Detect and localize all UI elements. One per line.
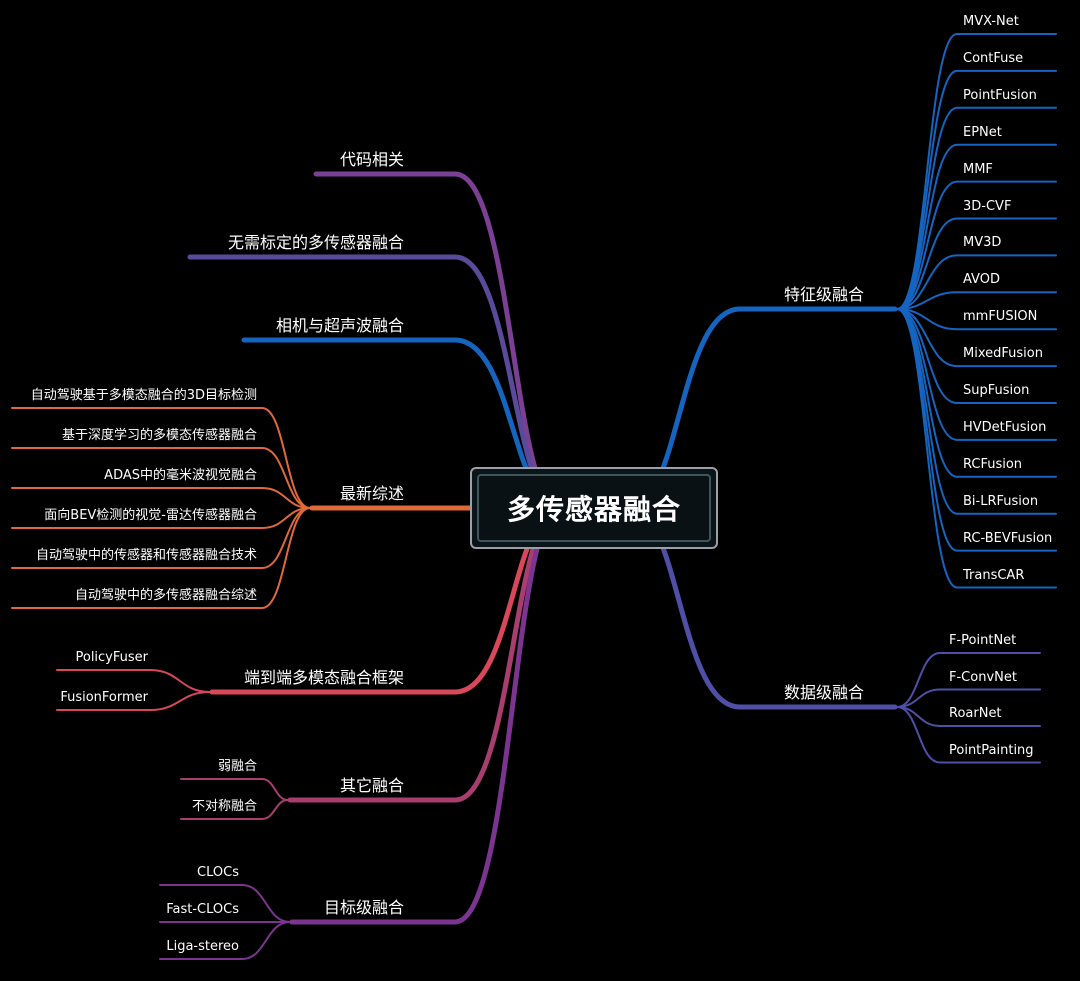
leaf-connector-review-0 (11, 407, 311, 509)
leaf-connector-object-0 (159, 884, 291, 923)
leaf-other-1[interactable]: 不对称融合 (191, 799, 257, 814)
leaf-connector-review-1 (11, 447, 311, 509)
branch-ultrasonic[interactable]: 相机与超声波融合 (275, 316, 404, 335)
leaf-feature-11[interactable]: HVDetFusion (963, 419, 1047, 435)
leaf-feature-4[interactable]: MMF (963, 161, 993, 177)
leaf-connector-feature-6 (896, 254, 1057, 310)
leaf-feature-10[interactable]: SupFusion (963, 383, 1030, 398)
leaf-feature-3[interactable]: EPNet (963, 124, 1002, 140)
leaf-connector-other-0 (180, 778, 289, 801)
leaf-connector-feature-3 (896, 143, 1057, 310)
leaf-data-3[interactable]: PointPainting (949, 742, 1034, 758)
leaf-connector-data-3 (896, 706, 1041, 764)
leaf-data-0[interactable]: F-PointNet (949, 633, 1017, 648)
leaf-review-0[interactable]: 自动驾驶基于多模态融合的3D目标检测 (30, 388, 257, 403)
leaf-data-1[interactable]: F-ConvNet (949, 669, 1017, 685)
leaf-feature-2[interactable]: PointFusion (963, 87, 1037, 103)
branch-other[interactable]: 其它融合 (339, 776, 404, 795)
leaf-feature-6[interactable]: MV3D (963, 235, 1002, 251)
leaf-review-3[interactable]: 面向BEV检测的视觉-雷达传感器融合 (44, 508, 257, 523)
root-node-label: 多传感器融合 (506, 493, 681, 526)
branch-feature[interactable]: 特征级融合 (784, 285, 865, 304)
leaf-connector-feature-4 (896, 180, 1057, 310)
root-node[interactable]: 多传感器融合 (470, 467, 718, 549)
leaf-feature-12[interactable]: RCFusion (963, 456, 1023, 472)
root-node-inner: 多传感器融合 (477, 474, 711, 542)
leaf-connector-feature-7 (896, 291, 1057, 310)
leaf-e2e-1[interactable]: FusionFormer (60, 690, 148, 705)
leaf-e2e-0[interactable]: PolicyFuser (75, 650, 148, 665)
leaf-feature-0[interactable]: MVX-Net (963, 14, 1019, 29)
leaf-review-2[interactable]: ADAS中的毫米波视觉融合 (104, 468, 257, 483)
leaf-review-4[interactable]: 自动驾驶中的传感器和传感器融合技术 (35, 548, 257, 563)
leaf-connector-feature-8 (896, 308, 1057, 331)
leaf-connector-data-1 (896, 688, 1041, 708)
leaf-feature-8[interactable]: mmFUSION (963, 309, 1038, 325)
leaf-feature-7[interactable]: AVOD (963, 272, 1000, 288)
leaf-review-1[interactable]: 基于深度学习的多模态传感器融合 (61, 428, 257, 443)
leaf-connector-e2e-0 (56, 669, 211, 693)
leaf-data-2[interactable]: RoarNet (949, 706, 1002, 721)
leaf-connector-feature-5 (896, 217, 1057, 310)
leaf-connector-other-1 (180, 799, 289, 820)
leaf-feature-15[interactable]: TransCAR (963, 567, 1025, 583)
branch-data[interactable]: 数据级融合 (784, 683, 865, 702)
branch-calibfree[interactable]: 无需标定的多传感器融合 (227, 233, 404, 252)
leaf-other-0[interactable]: 弱融合 (217, 759, 257, 774)
leaf-object-1[interactable]: Fast-CLOCs (166, 902, 239, 917)
leaf-connector-e2e-1 (56, 691, 211, 711)
branch-code[interactable]: 代码相关 (339, 150, 404, 169)
branch-review[interactable]: 最新综述 (339, 484, 404, 503)
leaf-connector-feature-15 (896, 308, 1057, 589)
leaf-connector-review-3 (11, 507, 311, 529)
leaf-feature-5[interactable]: 3D-CVF (963, 198, 1012, 214)
leaf-review-5[interactable]: 自动驾驶中的多传感器融合综述 (74, 588, 257, 603)
leaf-connector-review-5 (11, 507, 311, 609)
leaf-connector-data-0 (896, 652, 1041, 708)
leaf-feature-1[interactable]: ContFuse (963, 50, 1024, 66)
leaf-connector-feature-2 (896, 106, 1057, 310)
leaf-object-2[interactable]: Liga-stereo (166, 939, 239, 954)
leaf-feature-9[interactable]: MixedFusion (963, 346, 1043, 362)
branch-e2e[interactable]: 端到端多模态融合框架 (243, 668, 404, 687)
leaf-object-0[interactable]: CLOCs (197, 865, 239, 880)
leaf-feature-14[interactable]: RC-BEVFusion (963, 530, 1053, 546)
leaf-feature-13[interactable]: Bi-LRFusion (963, 493, 1039, 509)
branch-object[interactable]: 目标级融合 (323, 898, 404, 917)
leaf-connector-object-2 (159, 921, 291, 960)
leaf-connector-review-2 (11, 487, 311, 509)
